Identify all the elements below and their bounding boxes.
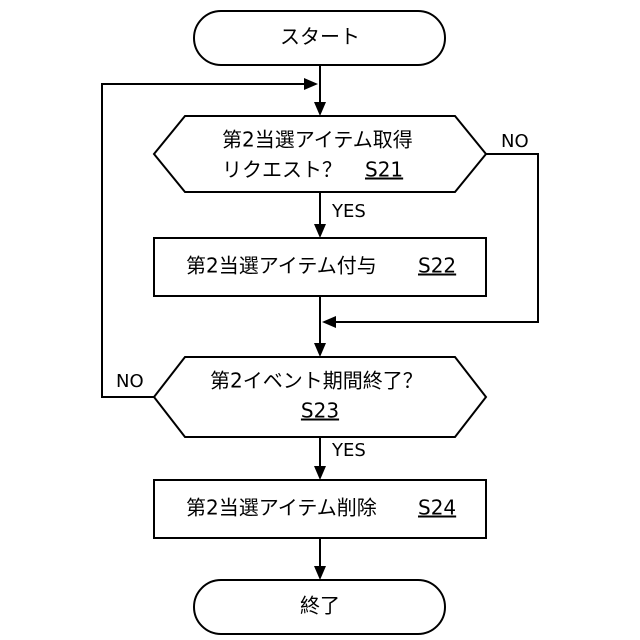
process-s22: 第2当選アイテム付与 S22: [154, 238, 486, 296]
arrowhead-into-s21: [314, 102, 326, 116]
decision-s21-line1: 第2当選アイテム取得: [222, 128, 413, 152]
process-s22-label: 第2当選アイテム付与: [186, 254, 377, 278]
arrowhead-loop-merge: [304, 78, 318, 90]
arrowhead-into-end: [314, 566, 326, 580]
s23-yes-label: YES: [331, 440, 366, 461]
decision-s23-line1: 第2イベント期間終了？: [210, 369, 423, 393]
step-label-s22: S22: [418, 254, 456, 278]
arrowhead-into-s24: [314, 466, 326, 480]
arrowhead-into-s22: [314, 224, 326, 238]
arrowhead-into-s23: [314, 343, 326, 357]
step-label-s21: S21: [365, 158, 403, 182]
end-label: 終了: [300, 594, 340, 618]
decision-s23: 第2イベント期間終了？ S23: [154, 357, 486, 437]
process-s24-label: 第2当選アイテム削除: [186, 496, 377, 520]
decision-s21: 第2当選アイテム取得 リクエスト？ S21: [154, 116, 486, 192]
process-s24: 第2当選アイテム削除 S24: [154, 480, 486, 538]
end-node: 終了: [194, 580, 445, 634]
start-node: スタート: [194, 11, 445, 65]
step-label-s23: S23: [301, 399, 339, 423]
s21-no-label: NO: [501, 131, 529, 152]
start-label: スタート: [280, 25, 360, 49]
arrowhead-s21-no-merge: [322, 316, 336, 328]
decision-s21-line2: リクエスト？: [222, 158, 342, 182]
s21-yes-label: YES: [331, 201, 366, 222]
s23-no-label: NO: [116, 371, 144, 392]
step-label-s24: S24: [418, 496, 456, 520]
